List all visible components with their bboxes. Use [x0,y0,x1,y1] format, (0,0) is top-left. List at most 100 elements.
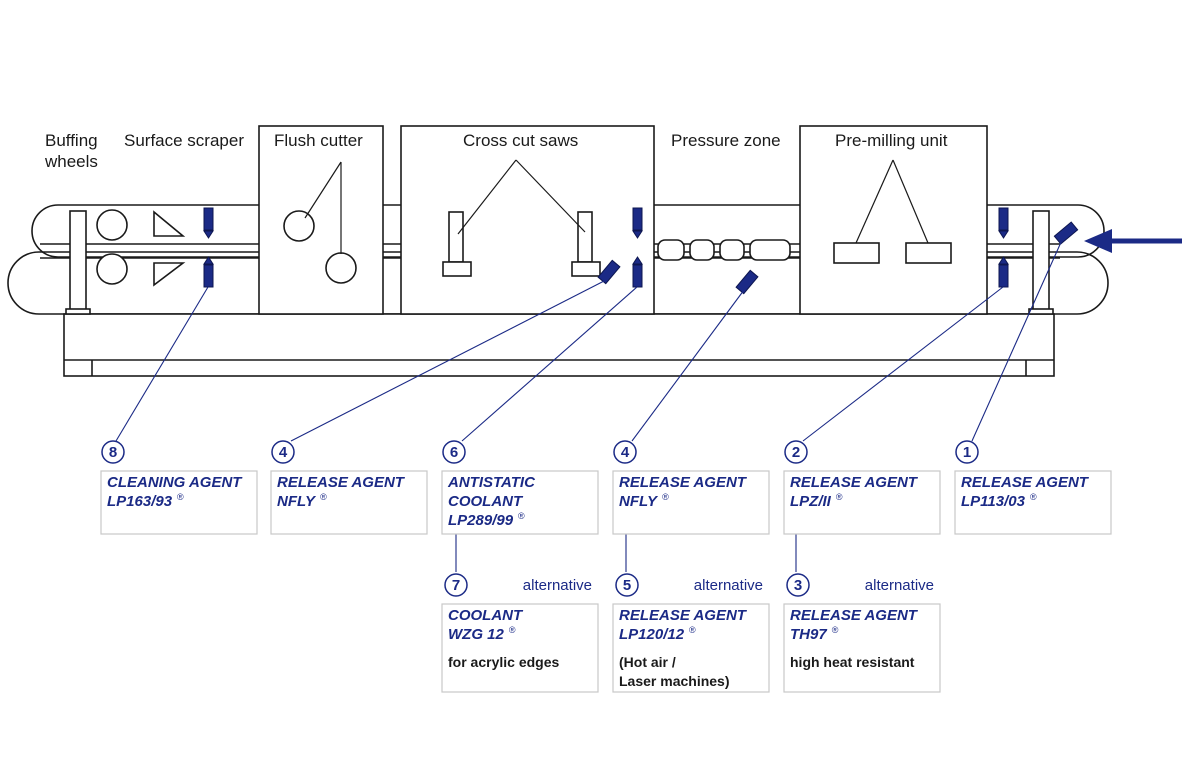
product-6-line-1: RELEASE AGENT [961,474,1090,491]
pressure-roller-3 [719,239,745,261]
label-cross-cut-saws: Cross cut saws [463,131,578,150]
nozzle-6-top [632,207,643,231]
alternative-3-line-1: RELEASE AGENT [790,607,919,624]
product-4-line-2: NFLY [619,493,659,510]
product-6-line-2: LP113/03 [961,493,1026,510]
product-2-line-1: RELEASE AGENT [277,474,406,491]
right-post [1032,210,1050,313]
pre-milling-cutter-left [833,242,880,264]
label-buffing-wheels-1: Buffing [45,131,98,150]
flush-cutter-top [283,210,315,242]
pre-milling-cutter-right [905,242,952,264]
product-6-registered-mark: ® [1030,492,1037,502]
product-5-line-1: RELEASE AGENT [790,474,919,491]
feed-arrow-icon [1084,229,1182,253]
cross-cut-saws-box [400,125,655,315]
product-1-circle [101,440,125,464]
alternative-3-circle [786,573,810,597]
alt-box-3 [783,603,941,693]
product-3-circle [442,440,466,464]
product-6-circle [955,440,979,464]
alternative-3-note-1: high heat resistant [790,654,915,670]
surface-scraper-top [153,210,186,237]
alternative-2-registered-mark: ® [689,625,696,635]
product-5-number: 2 [792,444,800,461]
label-buffing-wheels-2: wheels [44,152,98,171]
alternative-2-note-2: Laser machines) [619,673,730,689]
product-2-line-2: NFLY [277,493,317,510]
product-box-8 [100,470,258,535]
alternative-3-label: alternative [865,577,934,594]
alternative-1-line-1: COOLANT [448,607,524,624]
alternative-1-number: 7 [452,577,460,594]
nozzle-6-bottom [632,264,643,288]
nozzle-8-bottom [203,264,214,288]
buffing-wheel-bottom [96,253,128,285]
label-flush-cutter: Flush cutter [274,131,363,150]
flush-cutter-box [258,125,384,315]
product-3-line-2: COOLANT [448,493,524,510]
product-box-4a [270,470,428,535]
product-3-number: 6 [450,444,458,461]
label-pre-milling-unit: Pre-milling unit [835,131,948,150]
alternative-3-registered-mark: ® [832,625,839,635]
alternative-2-circle [615,573,639,597]
alternative-1-circle [444,573,468,597]
product-box-4b [612,470,770,535]
alternative-2-note-1: (Hot air / [619,654,676,670]
nozzle-1-infeed [1053,221,1079,245]
product-3-line-3: LP289/99 [448,512,514,529]
alternative-2-label: alternative [694,577,763,594]
product-5-circle [784,440,808,464]
product-2-registered-mark: ® [320,492,327,502]
product-4-line-1: RELEASE AGENT [619,474,748,491]
alternative-2-number: 5 [623,577,631,594]
product-2-circle [271,440,295,464]
surface-scraper-bottom [153,262,186,287]
product-box-1 [954,470,1112,535]
product-1-line-1: CLEANING AGENT [107,474,243,491]
alternative-1-note-1: for acrylic edges [448,654,559,670]
nozzle-8-top [203,207,214,231]
alternative-2-line-1: RELEASE AGENT [619,607,748,624]
pressure-roller-4 [749,239,791,261]
nozzle-2-top [998,207,1009,231]
product-4-circle [613,440,637,464]
alt-box-5 [612,603,770,693]
pressure-roller-1 [657,239,685,261]
pre-milling-unit-box [799,125,988,315]
product-3-line-1: ANTISTATIC [447,474,536,491]
product-2-number: 4 [279,444,288,461]
alternative-2-line-2: LP120/12 [619,626,685,643]
left-post [69,210,87,313]
saw-right [577,211,593,263]
product-box-2 [783,470,941,535]
label-surface-scraper: Surface scraper [124,131,244,150]
machine-base [63,313,1055,377]
product-6-number: 1 [963,444,971,461]
buffing-wheel-top [96,209,128,241]
saw-left [448,211,464,263]
product-1-registered-mark: ® [177,492,184,502]
product-1-number: 8 [109,444,117,461]
product-4-number: 4 [621,444,630,461]
pressure-roller-2 [689,239,715,261]
nozzle-4-cross-cut [597,259,621,285]
product-5-line-2: LPZ/II [790,493,832,510]
product-3-registered-mark: ® [518,511,525,521]
nozzle-2-bottom [998,264,1009,288]
product-5-registered-mark: ® [836,492,843,502]
nozzle-4-pressure [735,269,759,295]
alternative-3-line-2: TH97 [790,626,827,643]
alternative-1-label: alternative [523,577,592,594]
alt-box-7 [441,603,599,693]
